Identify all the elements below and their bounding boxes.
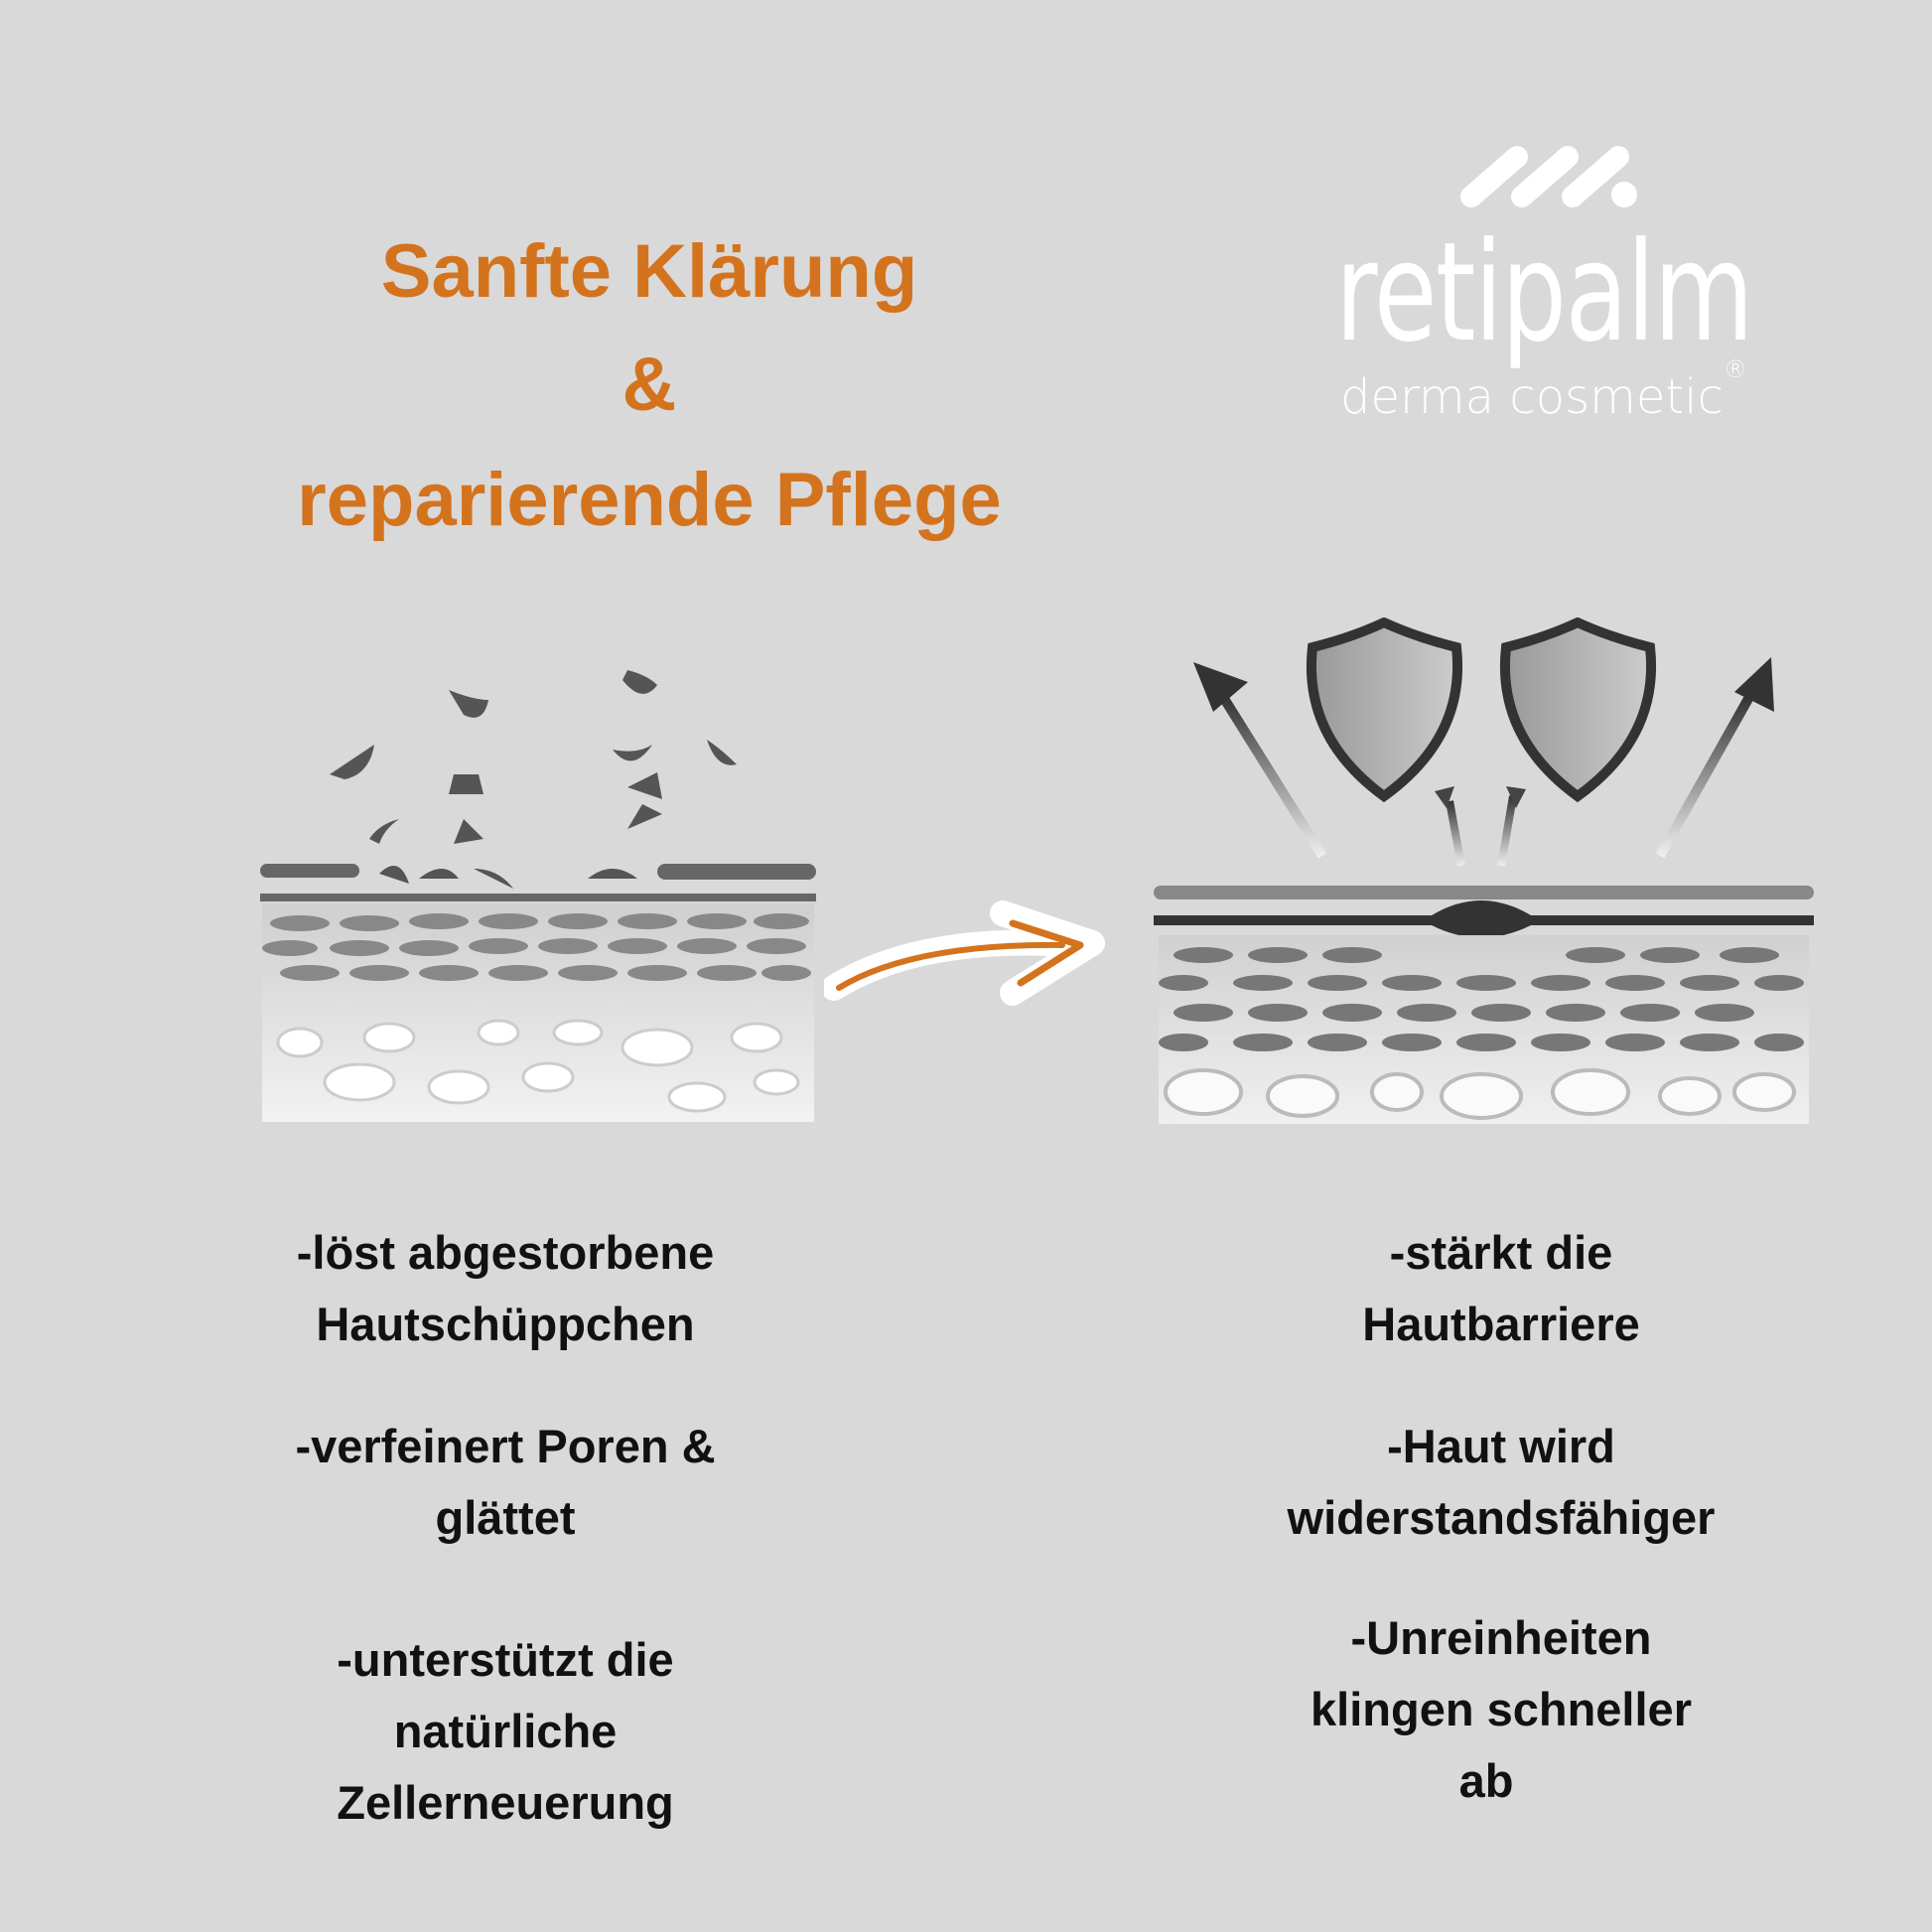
logo-wordmark: retipalm [1335, 212, 1754, 372]
headline-line-3: reparierende Pflege [297, 458, 1002, 542]
shield-icon [1307, 618, 1462, 803]
right-benefit-1: -stärkt die Hautbarriere [1154, 1217, 1849, 1360]
benefit-line: -stärkt die [1389, 1226, 1613, 1279]
benefit-line: -löst abgestorbene [296, 1226, 715, 1279]
shield-icon [1500, 618, 1656, 803]
benefit-line: -verfeinert Poren & [295, 1420, 716, 1472]
headline-line-1: Sanfte Klärung [380, 229, 918, 314]
left-benefit-3: -unterstützt die natürliche Zellerneueru… [158, 1624, 853, 1839]
logo-tagline-text: derma cosmetic [1340, 369, 1724, 425]
registered-mark: ® [1723, 355, 1747, 383]
benefit-line: widerstandsfähiger [1287, 1491, 1716, 1544]
benefit-line: ab [1458, 1754, 1514, 1807]
right-benefit-3: -Unreinheiten klingen schneller ab [1154, 1602, 1849, 1817]
benefit-line: Hautbarriere [1362, 1298, 1640, 1350]
benefit-line: -Haut wird [1387, 1420, 1615, 1472]
benefit-line: -Unreinheiten [1350, 1611, 1652, 1664]
benefit-line: -unterstützt die [337, 1633, 674, 1686]
transition-arrow-icon [824, 900, 1105, 1006]
exfoliation-skin-illustration [260, 670, 816, 1122]
left-benefit-1: -löst abgestorbene Hautschüppchen [158, 1217, 853, 1360]
right-benefit-2: -Haut wird widerstandsfähiger [1154, 1411, 1849, 1554]
benefit-line: natürliche [393, 1705, 618, 1757]
headline-ampersand: & [621, 343, 677, 427]
logo-tagline: derma cosmetic® [1251, 357, 1837, 421]
skin-barrier-illustration [1154, 618, 1814, 1124]
benefit-line: Zellerneuerung [337, 1776, 674, 1829]
left-benefit-2: -verfeinert Poren & glättet [158, 1411, 853, 1554]
benefit-line: glättet [435, 1491, 576, 1544]
benefit-line: klingen schneller [1311, 1683, 1692, 1735]
benefit-line: Hautschüppchen [316, 1298, 695, 1350]
upward-arrows-icon [1193, 657, 1774, 867]
logo-mark-icon [1460, 146, 1637, 207]
